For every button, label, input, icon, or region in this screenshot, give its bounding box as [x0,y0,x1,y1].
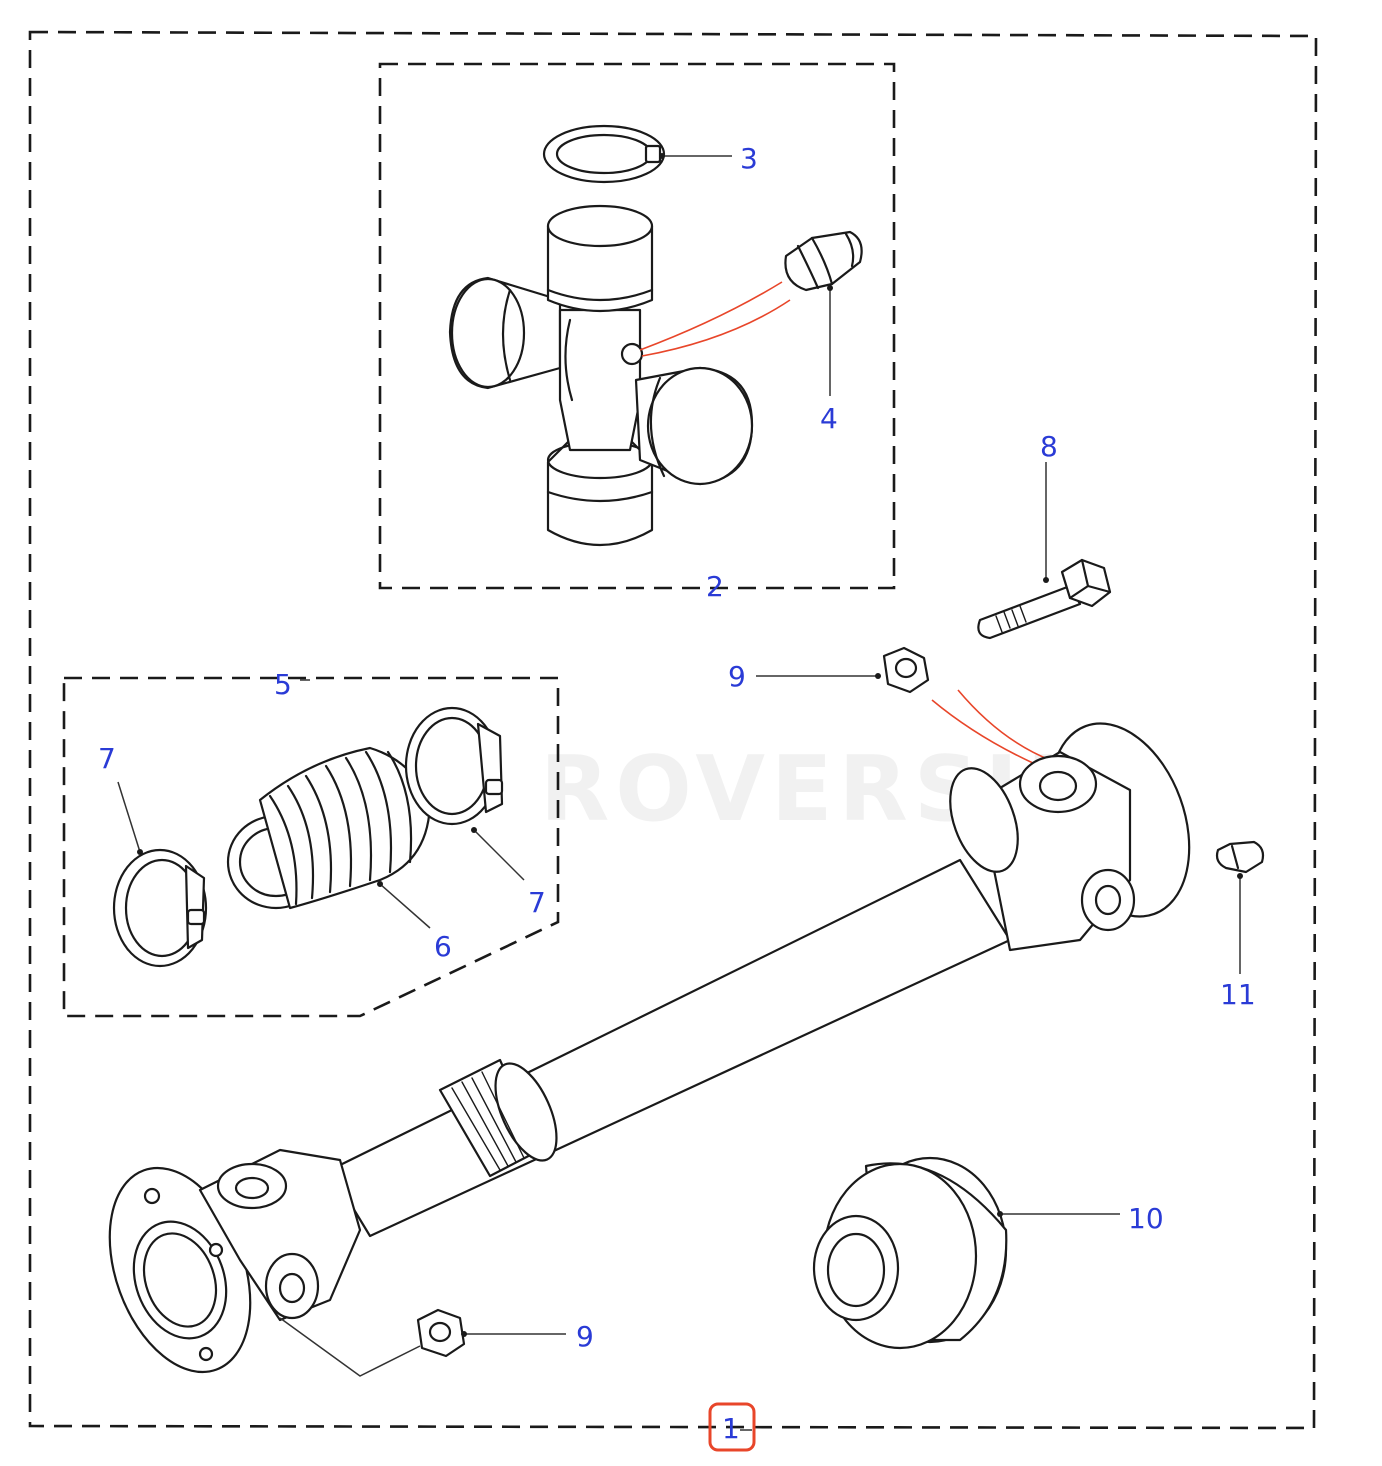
callout-5[interactable]: 5 [274,668,292,701]
uj-kit-frame [378,62,896,590]
callout-7-left[interactable]: 7 [98,742,116,775]
universal-joint-part [448,204,754,546]
assembly-frame [28,30,1318,1430]
leader-lines [117,153,1243,1431]
circlip-part [542,124,666,184]
callout-9-upper[interactable]: 9 [728,660,746,693]
gaiter-kit-frame [62,676,560,1018]
clip-right-part [404,706,504,826]
callout-1-highlight [708,1402,756,1452]
flange-part [812,1156,1008,1350]
callout-2[interactable]: 2 [706,570,724,603]
callout-8[interactable]: 8 [1040,430,1058,463]
gaiter-part [226,746,432,910]
callout-4[interactable]: 4 [820,402,838,435]
nut-lower-part [416,1308,466,1358]
callout-7-right[interactable]: 7 [528,886,546,919]
callout-9-lower[interactable]: 9 [576,1320,594,1353]
callout-1[interactable]: 1 [722,1412,740,1445]
callout-10[interactable]: 10 [1128,1202,1164,1235]
callout-11[interactable]: 11 [1220,978,1256,1011]
callout-3[interactable]: 3 [740,142,758,175]
clip-left-part [112,848,208,968]
grease-nipple-part [784,230,863,292]
callout-6[interactable]: 6 [434,930,452,963]
lube-path [639,281,1051,769]
propeller-shaft-part [108,722,1191,1374]
grease-nipple-small-part [1215,840,1265,874]
nut-upper-part [882,646,930,694]
bolt-part [977,558,1112,640]
